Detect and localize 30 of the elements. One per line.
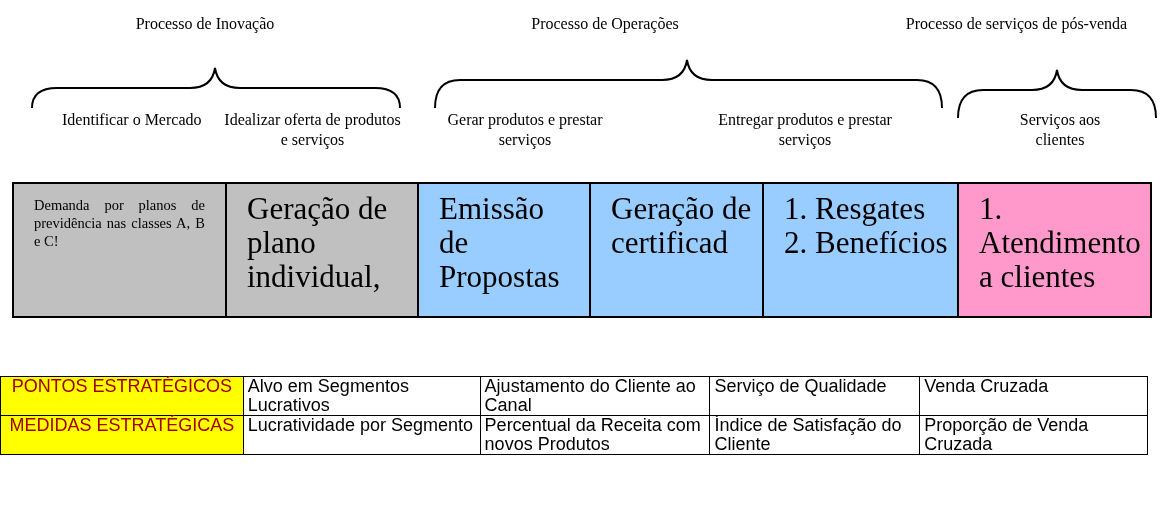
process-box [957,182,1152,318]
process-heading: Processo de Operações [530,14,680,34]
process-box [12,182,227,318]
table-cell: Serviço de Qualidade [709,376,920,416]
process-heading: Processo de Inovação [134,14,276,34]
activity-label: Serviços aos clientes [1018,110,1102,150]
row-header-cell: PONTOS ESTRATÉGICOS [0,376,244,416]
process-box [225,182,419,318]
process-box [417,182,591,318]
activity-label: Idealizar oferta de produtos e serviços [223,110,402,150]
activity-label: Identificar o Mercado [61,110,203,130]
box-text: 1. Atendimento a clientes [978,190,1142,294]
box-text: Geração de certificad [610,190,753,260]
process-heading: Processo de serviços de pós-venda [904,14,1129,34]
box-text: 1. Resgates 2. Benefícios [783,190,949,260]
process-box [762,182,959,318]
process-box [589,182,764,318]
table-cell: Alvo em Segmentos Lucrativos [243,376,481,416]
table-cell: Índice de Satisfação do Cliente [709,415,920,455]
activity-label: Entregar produtos e prestar serviços [717,110,893,150]
box-text: Demanda por planos de previdência nas classes A, B e C! [33,196,206,250]
box-text: Geração de plano individual, [246,190,389,294]
table-cell: Proporção de Venda Cruzada [919,415,1148,455]
table-cell: Percentual da Receita com novos Produtos [480,415,710,455]
table-cell: Ajustamento do Cliente ao Canal [480,376,710,416]
row-header-cell: MEDIDAS ESTRATÉGICAS [0,415,244,455]
table-cell: Venda Cruzada [919,376,1148,416]
box-text: Emissão de Propostas [438,190,561,294]
table-cell: Lucratividade por Segmento [243,415,481,455]
activity-label: Gerar produtos e prestar serviços [446,110,604,150]
